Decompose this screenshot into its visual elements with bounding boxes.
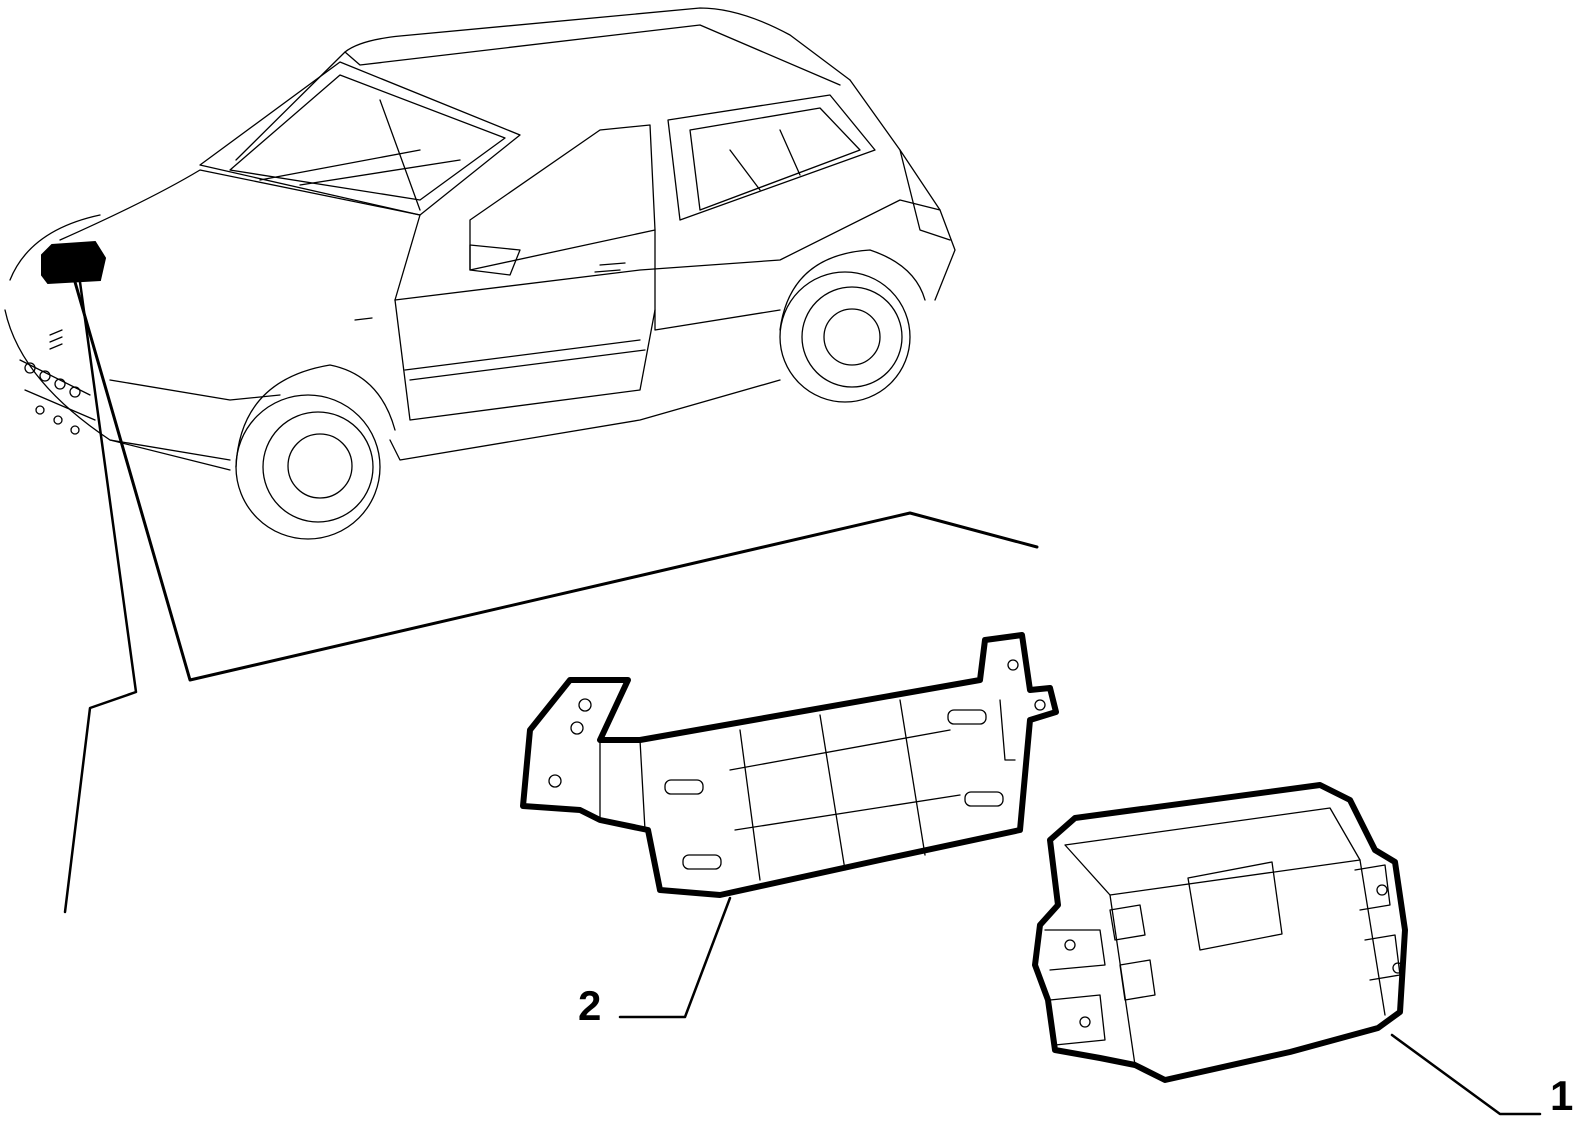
control-unit [1032,782,1408,1083]
callout-2-group: 2 [578,896,732,1029]
module-location-marker [41,240,107,285]
callout-1-group: 1 [1390,1033,1573,1119]
mounting-bracket [520,632,1059,898]
car-illustration [4,7,956,540]
leader-lines [63,280,1039,914]
callout-1: 1 [1550,1072,1573,1119]
callout-2: 2 [578,982,601,1029]
